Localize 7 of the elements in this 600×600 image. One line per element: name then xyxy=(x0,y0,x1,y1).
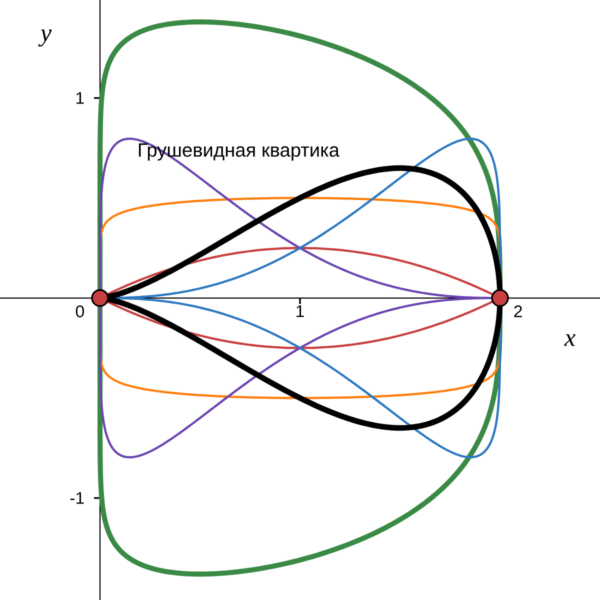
tick-label: 1 xyxy=(296,305,304,317)
axis-label: y xyxy=(38,29,52,47)
tick-label: 1 xyxy=(76,92,84,104)
tick-label: 2 xyxy=(514,305,522,318)
tick-label: 0 xyxy=(76,305,84,318)
axis-label: x xyxy=(564,334,576,346)
tick-label: -1 xyxy=(70,492,84,504)
